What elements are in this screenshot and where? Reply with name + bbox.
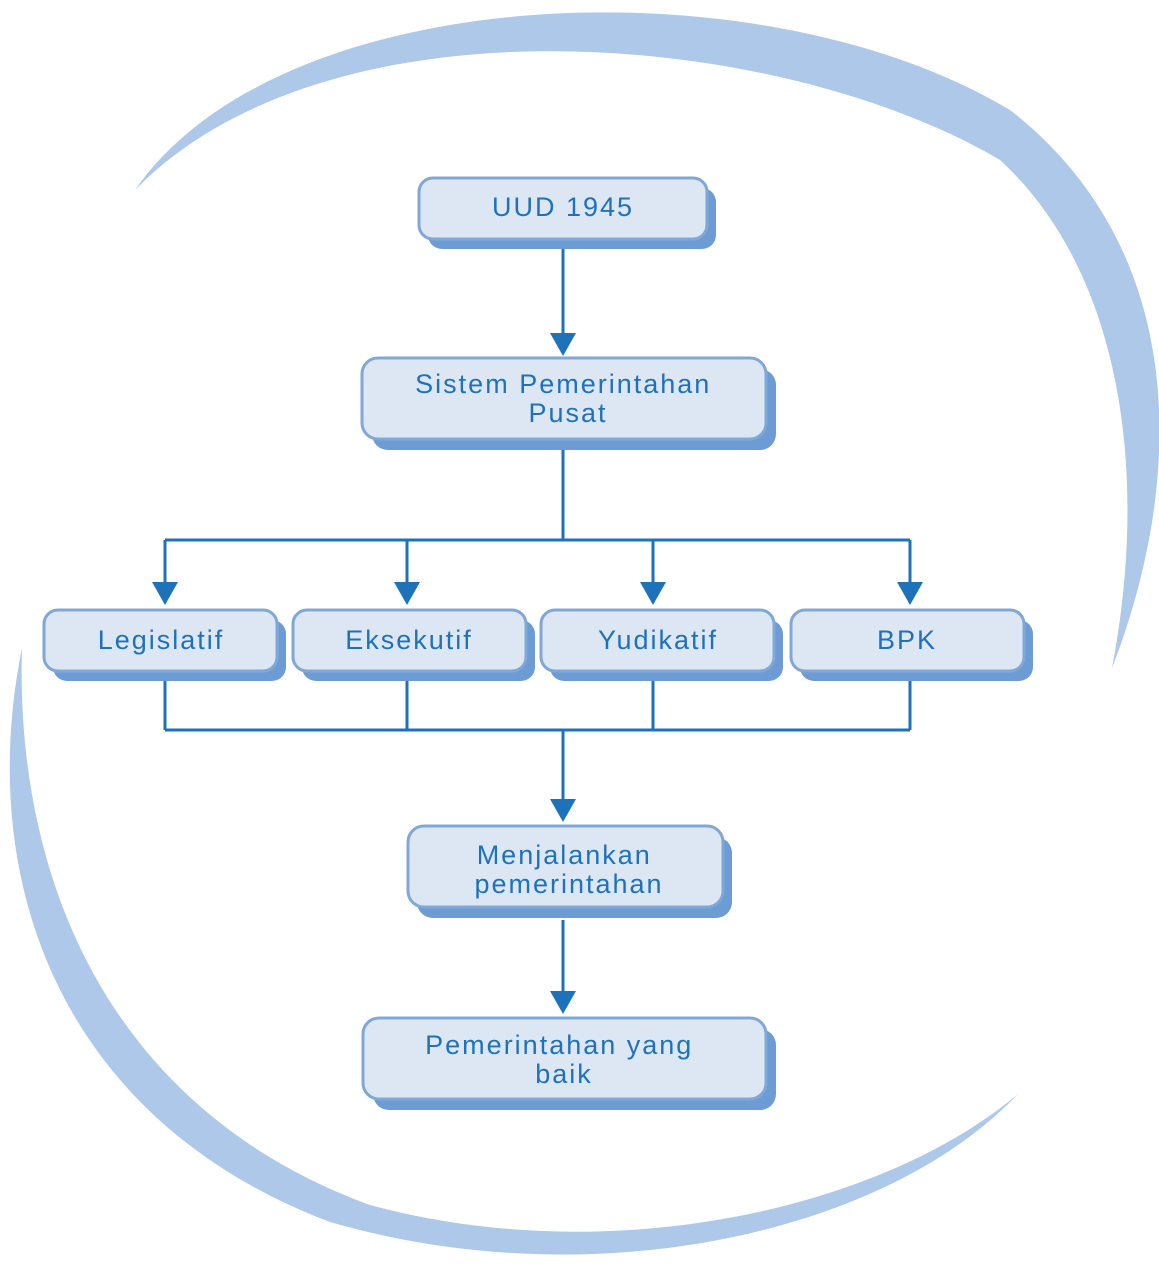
svg-text:Yudikatif: Yudikatif <box>598 625 718 655</box>
node-menjalankan-label-line-1: Menjalankan <box>477 840 652 870</box>
arrowhead-legislatif <box>152 582 178 605</box>
svg-text:Menjalankan pemerintahan: Menjalankan pemerintahan <box>474 840 663 899</box>
node-sistem-pemerintahan-pusat: Sistem Pemerintahan Pusat <box>360 356 776 450</box>
node-legislatif: Legislatif <box>42 608 286 681</box>
node-eksekutif-label: Eksekutif <box>345 625 473 655</box>
node-sistem-label-line-2: Pusat <box>528 398 607 428</box>
svg-text:Pemerintahan yang baik: Pemerintahan yang baik <box>425 1030 703 1089</box>
node-bpk-label: BPK <box>877 625 937 655</box>
node-bpk: BPK <box>789 608 1033 681</box>
arrowhead-sistem <box>550 333 576 356</box>
arrowhead-eksekutif <box>394 582 420 605</box>
node-baik-label-line-1: Pemerintahan yang <box>425 1030 693 1060</box>
node-uud-1945-label: UUD 1945 <box>492 192 634 222</box>
arrowheads <box>152 333 923 1014</box>
arrowhead-baik <box>550 991 576 1014</box>
svg-text:BPK: BPK <box>877 625 937 655</box>
decorative-swoosh-bottom <box>9 648 1018 1255</box>
node-baik-label-line-2: baik <box>535 1059 593 1089</box>
arrowhead-menjalankan <box>550 799 576 822</box>
node-yudikatif: Yudikatif <box>539 608 783 681</box>
decorative-swoosh-top <box>135 12 1159 668</box>
connectors <box>163 249 912 994</box>
svg-text:Sistem Pemerintahan Pusa: Sistem Pemerintahan Pusat <box>415 369 721 428</box>
node-eksekutif: Eksekutif <box>291 608 535 681</box>
node-sistem-label-line-1: Sistem Pemerintahan <box>415 369 711 399</box>
arrowhead-bpk <box>897 582 923 605</box>
node-legislatif-label: Legislatif <box>98 625 225 655</box>
node-menjalankan-pemerintahan: Menjalankan pemerintahan <box>406 824 732 918</box>
svg-text:UUD 1945: UUD 1945 <box>492 192 634 222</box>
svg-text:Legislatif: Legislatif <box>98 625 225 655</box>
arrowhead-yudikatif <box>640 582 666 605</box>
node-yudikatif-label: Yudikatif <box>598 625 718 655</box>
node-menjalankan-label-line-2: pemerintahan <box>474 869 663 899</box>
svg-text:Eksekutif: Eksekutif <box>345 625 473 655</box>
node-uud-1945: UUD 1945 <box>417 176 716 249</box>
node-pemerintahan-yang-baik: Pemerintahan yang baik <box>361 1016 776 1110</box>
